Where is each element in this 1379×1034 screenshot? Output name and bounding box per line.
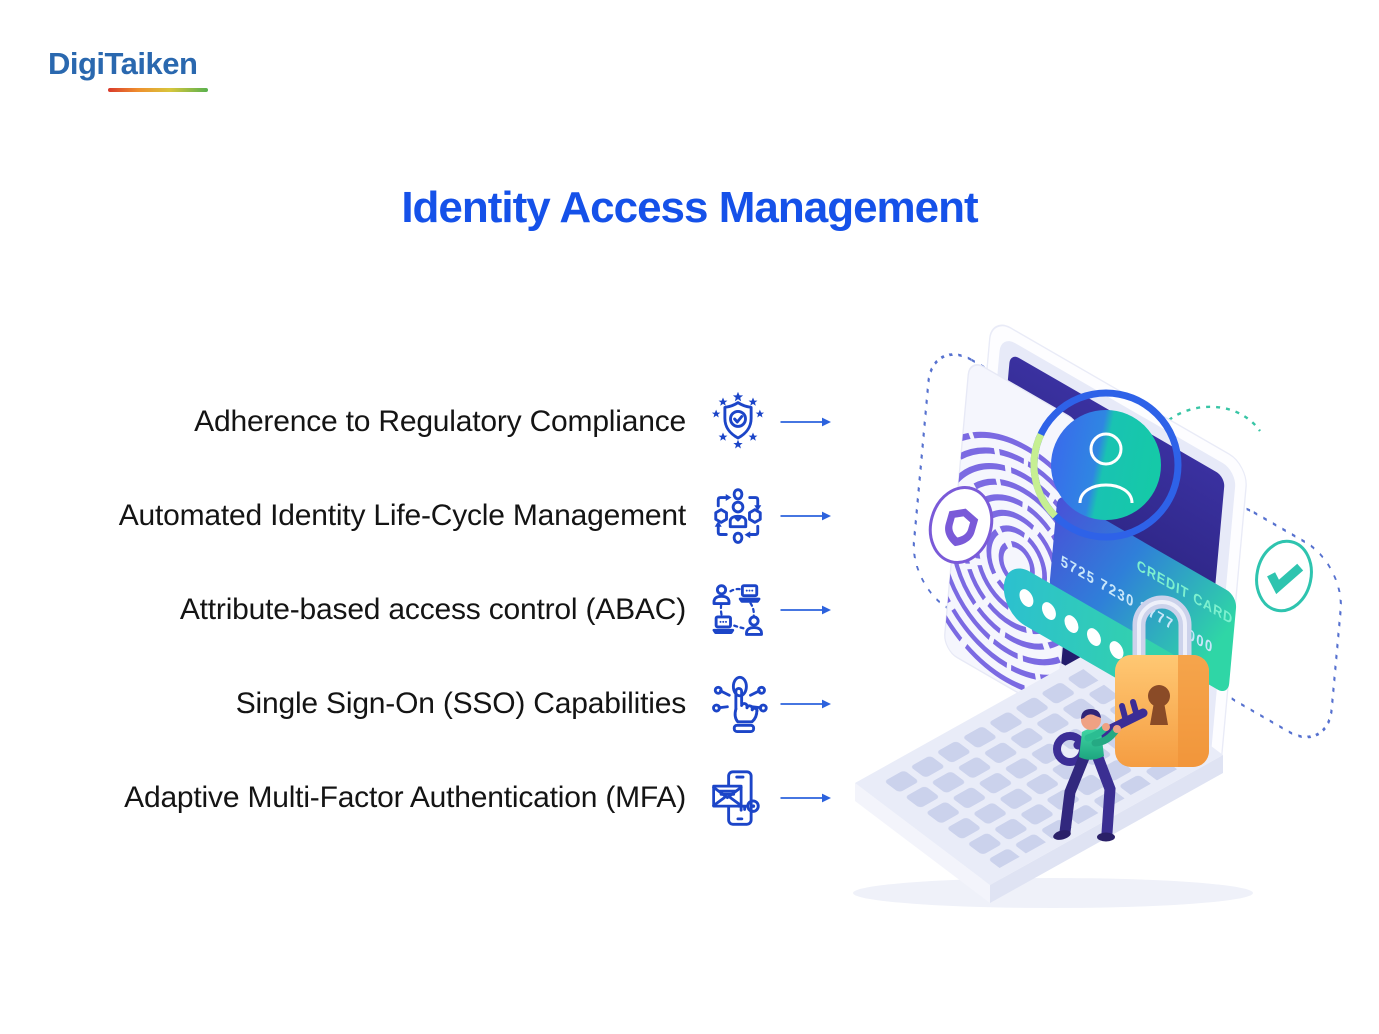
shield-icon [945,508,979,547]
page-title: Identity Access Management [401,183,978,232]
feature-label: Single Sign-On (SSO) Capabilities [235,687,686,720]
feature-row: Adherence to Regulatory Compliance [60,375,832,469]
regulatory-compliance-shield-icon [707,390,769,454]
feature-row: Automated Identity Life-Cycle Management [60,469,832,563]
logo-text: DigiTaiken [48,46,198,81]
checkmark-icon [1267,563,1304,595]
iam-security-illustration: CREDIT CARD 5725 7230 2777 0000 [853,324,1342,908]
mfa-phone-icon [707,766,769,830]
logo: DigiTaiken [48,46,268,106]
logo-underline [108,88,208,92]
user-icon [1078,432,1134,504]
right-arrow-icon [780,699,831,709]
avatar-badge [1030,389,1182,541]
ground-shadow [853,878,1253,908]
right-arrow-icon [780,511,831,521]
check-badge [1255,539,1313,613]
feature-row: Attribute-based access control (ABAC) [60,563,832,657]
shield-badge [928,486,994,564]
feature-label: Attribute-based access control (ABAC) [179,593,686,626]
sso-touch-icon [707,672,769,736]
right-arrow-icon [780,417,831,427]
right-arrow-icon [780,793,831,803]
feature-label: Adaptive Multi-Factor Authentication (MF… [124,781,686,814]
feature-label: Adherence to Regulatory Compliance [194,405,686,438]
feature-row: Adaptive Multi-Factor Authentication (MF… [60,751,832,845]
feature-row: Single Sign-On (SSO) Capabilities [60,657,832,751]
right-arrow-icon [780,605,831,615]
abac-network-icon [707,578,769,642]
feature-label: Automated Identity Life-Cycle Management [118,499,687,532]
person-with-key [1053,699,1148,842]
feature-list: Adherence to Regulatory Compliance [60,375,832,845]
padlock [1115,595,1209,767]
identity-lifecycle-icon [707,484,769,548]
